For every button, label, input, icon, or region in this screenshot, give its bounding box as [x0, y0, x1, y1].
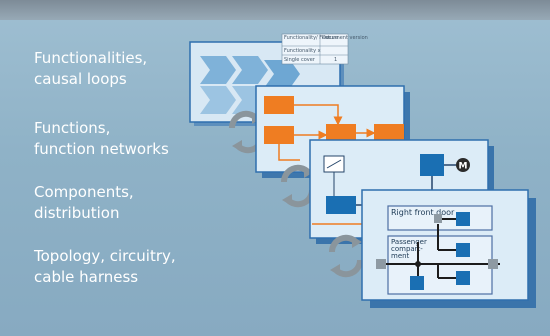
- motor-icon-label: M: [459, 162, 468, 172]
- panel-topology: Right front door Passenger compart- ment: [361, 189, 536, 308]
- zone-right-front-door-label: Right front door: [391, 208, 455, 217]
- door-connector: [434, 214, 442, 223]
- component-ecu-1: [326, 196, 356, 214]
- top-bar: [0, 0, 550, 20]
- function-link-4: [278, 144, 300, 161]
- zone-passenger-compartment-label-line2: compart-: [391, 245, 423, 253]
- table-header-version: Document version: [322, 35, 368, 41]
- compartment-ecu-2: [456, 271, 470, 285]
- table-header-feature: Functionality/ Feature: [284, 35, 338, 41]
- compartment-ecu-3: [410, 276, 424, 290]
- zone-passenger-compartment-label-line3: ment: [391, 252, 410, 260]
- component-ecu-2: [420, 154, 444, 176]
- functionality-table: Functionality/ Feature Document version …: [281, 33, 368, 65]
- function-block-2: [264, 126, 294, 144]
- table-cell-row1-name: Functionality x: [284, 48, 321, 54]
- function-block-3: [326, 124, 356, 142]
- harness-node: [415, 261, 421, 267]
- level-label-topology: Topology, circuitry, cable harness: [34, 247, 176, 286]
- door-ecu: [456, 212, 470, 226]
- table-cell-row2-version: 1: [334, 57, 337, 63]
- table-cell-row2-name: Single cover: [284, 57, 316, 63]
- zone-passenger-compartment-label-line1: Passenger: [391, 238, 427, 246]
- motor-icon: [456, 158, 470, 172]
- compartment-ecu-1: [456, 243, 470, 257]
- connector-right: [488, 259, 498, 269]
- transition-arrow-3: [328, 234, 364, 278]
- connector-left: [376, 259, 386, 269]
- level-label-functionalities: Functionalities, causal loops: [34, 49, 148, 88]
- function-block-4: [374, 124, 404, 142]
- function-block-1: [264, 96, 294, 114]
- function-link-1: [294, 104, 343, 126]
- level-label-components: Components, distribution: [34, 183, 134, 222]
- level-label-functions: Functions, function networks: [34, 119, 169, 158]
